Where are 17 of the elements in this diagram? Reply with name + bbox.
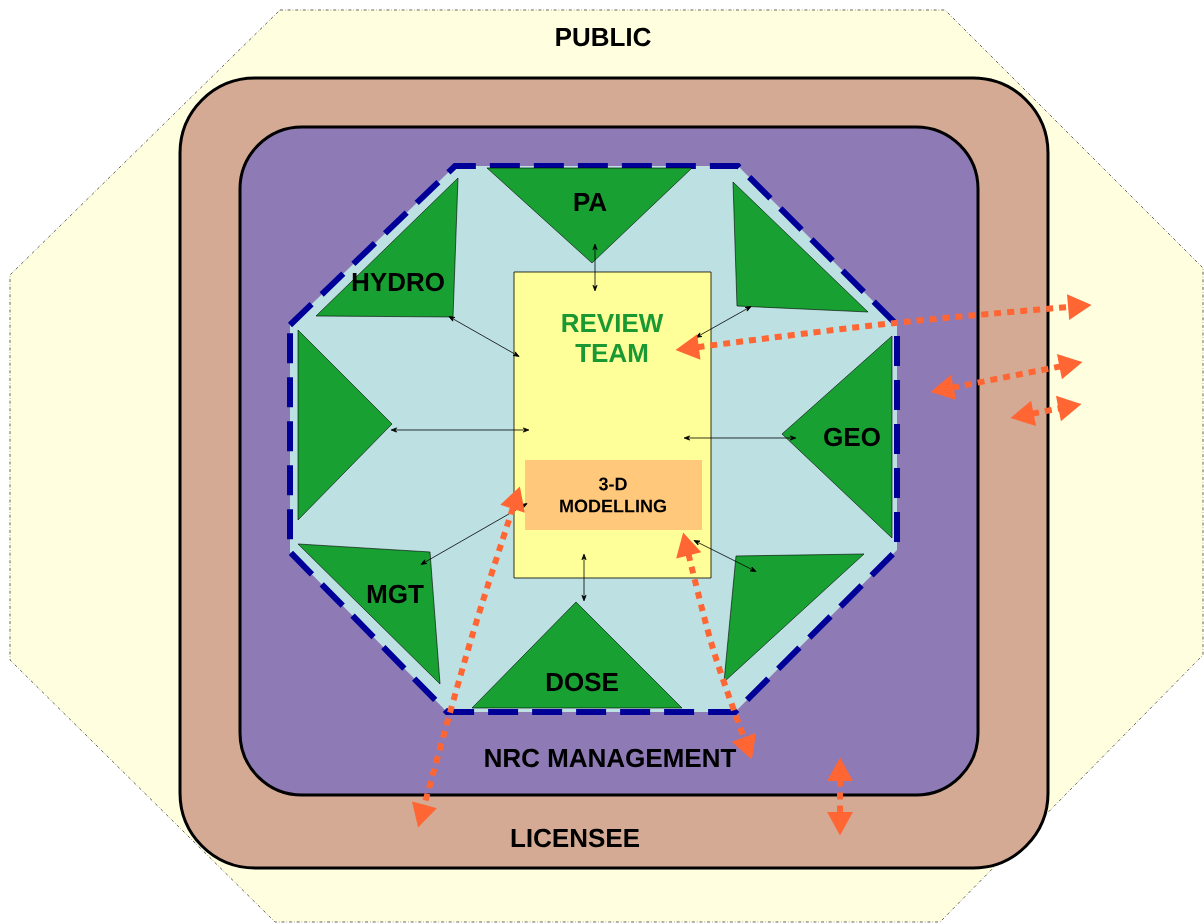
- arrow: [695, 306, 752, 338]
- arrow: [390, 427, 530, 433]
- triangle: GEO: [781, 335, 893, 539]
- arrow: [693, 540, 757, 572]
- triangle: MGT: [297, 543, 441, 685]
- modelling-box: 3-D MODELLING: [525, 460, 702, 530]
- arrow: [592, 243, 598, 292]
- arrow: [420, 503, 528, 565]
- arrow: [683, 435, 797, 441]
- triangle: PA: [486, 167, 693, 264]
- triangle: HYDRO: [315, 177, 459, 318]
- triangle: [297, 329, 393, 521]
- arrow: [581, 553, 587, 602]
- triangle: [732, 181, 869, 313]
- arrow: [448, 316, 520, 357]
- triangle: [723, 553, 865, 683]
- triangle: DOSE: [471, 601, 683, 709]
